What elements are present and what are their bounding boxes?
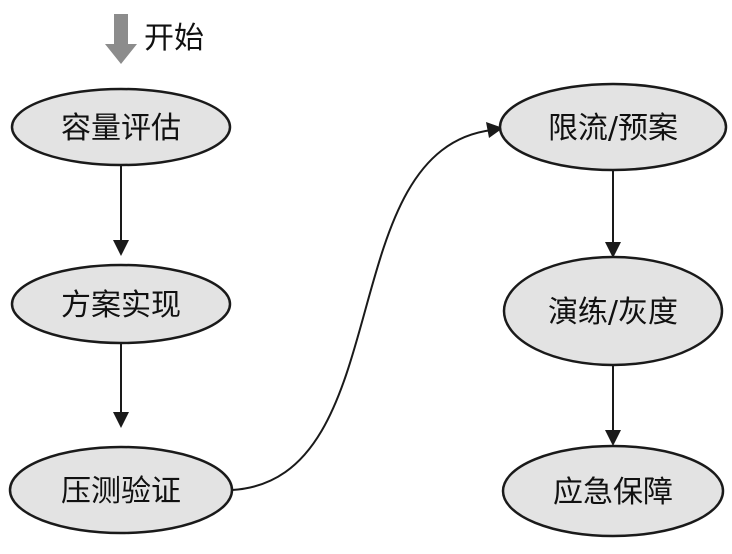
edge-solution-to-loadtest xyxy=(113,343,129,428)
start-arrow-icon xyxy=(105,14,137,64)
node-capacity-assessment: 容量评估 xyxy=(10,87,232,167)
edge-loadtest-to-ratelimit xyxy=(231,122,503,491)
arrow-head-icon xyxy=(486,122,503,138)
arrow-head-icon xyxy=(113,412,129,428)
arrow-head-icon xyxy=(605,242,621,258)
node-label: 演练/灰度 xyxy=(548,295,678,330)
edges xyxy=(113,122,621,491)
node-load-test-verification: 压测验证 xyxy=(8,445,234,535)
node-drill-gray-release: 演练/灰度 xyxy=(502,255,724,367)
node-label: 应急保障 xyxy=(553,475,673,510)
node-label: 压测验证 xyxy=(61,474,181,509)
node-label: 方案实现 xyxy=(61,288,181,323)
start-marker: 开始 xyxy=(105,14,204,64)
edge-ratelimit-to-drill xyxy=(605,170,621,258)
node-solution-implementation: 方案实现 xyxy=(10,263,232,345)
nodes: 容量评估 方案实现 压测验证 限流/预案 演练/灰度 应急保障 xyxy=(8,82,728,538)
node-label: 限流/预案 xyxy=(548,111,678,146)
node-label: 容量评估 xyxy=(61,111,181,146)
edge-drill-to-emergency xyxy=(605,365,621,446)
node-emergency-support: 应急保障 xyxy=(501,444,725,538)
start-label: 开始 xyxy=(144,21,204,56)
node-rate-limit-plan: 限流/预案 xyxy=(498,82,728,172)
arrow-head-icon xyxy=(605,430,621,446)
arrow-head-icon xyxy=(113,240,129,256)
edge-capacity-to-solution xyxy=(113,165,129,256)
